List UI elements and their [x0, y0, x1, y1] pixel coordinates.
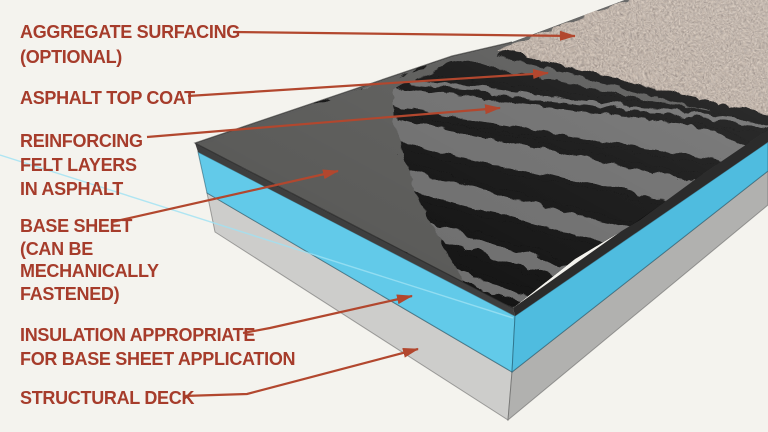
label-base-sheet: BASE SHEET (CAN BE MECHANICALLY FASTENED… — [20, 215, 159, 305]
label-aggregate-surfacing: AGGREGATE SURFACING (OPTIONAL) — [20, 20, 240, 70]
label-structural-deck: STRUCTURAL DECK — [20, 386, 194, 410]
label-line: (OPTIONAL) — [20, 47, 122, 67]
surface-lighting-overlay — [195, 0, 768, 308]
insulation-face-right — [511, 141, 768, 374]
label-line: FOR BASE SHEET APPLICATION — [20, 349, 296, 369]
label-line: ASPHALT TOP COAT — [20, 88, 195, 108]
label-line: INSULATION APPROPRIATE — [20, 325, 256, 345]
label-line: FASTENED) — [20, 283, 120, 304]
label-line: STRUCTURAL DECK — [20, 388, 195, 408]
label-line: REINFORCING — [20, 131, 143, 151]
label-insulation: INSULATION APPROPRIATE FOR BASE SHEET AP… — [20, 323, 296, 371]
insulation-layer — [0, 141, 768, 374]
label-line: AGGREGATE SURFACING — [20, 22, 240, 42]
leader-aggregate-surfacing — [232, 30, 576, 41]
label-reinforcing-felt: REINFORCING FELT LAYERS IN ASPHALT — [20, 129, 143, 201]
label-line: FELT LAYERS — [20, 155, 137, 175]
insulation-top-highlight — [0, 154, 514, 319]
slab-top-edge — [193, 41, 514, 309]
label-line: BASE SHEET — [20, 216, 133, 236]
label-line: IN ASPHALT — [20, 179, 123, 199]
label-line: (CAN BE — [20, 238, 93, 259]
membrane-side-right — [513, 127, 768, 316]
leader-insulation — [242, 294, 413, 335]
leader-base-sheet — [111, 169, 339, 224]
label-line: MECHANICALLY — [20, 261, 159, 281]
label-asphalt-top-coat: ASPHALT TOP COAT — [20, 86, 195, 110]
leader-reinforcing-felt — [146, 104, 501, 139]
leader-asphalt-top-coat — [187, 68, 549, 98]
leader-structural-deck — [182, 347, 419, 398]
leader-arrows — [111, 30, 576, 398]
